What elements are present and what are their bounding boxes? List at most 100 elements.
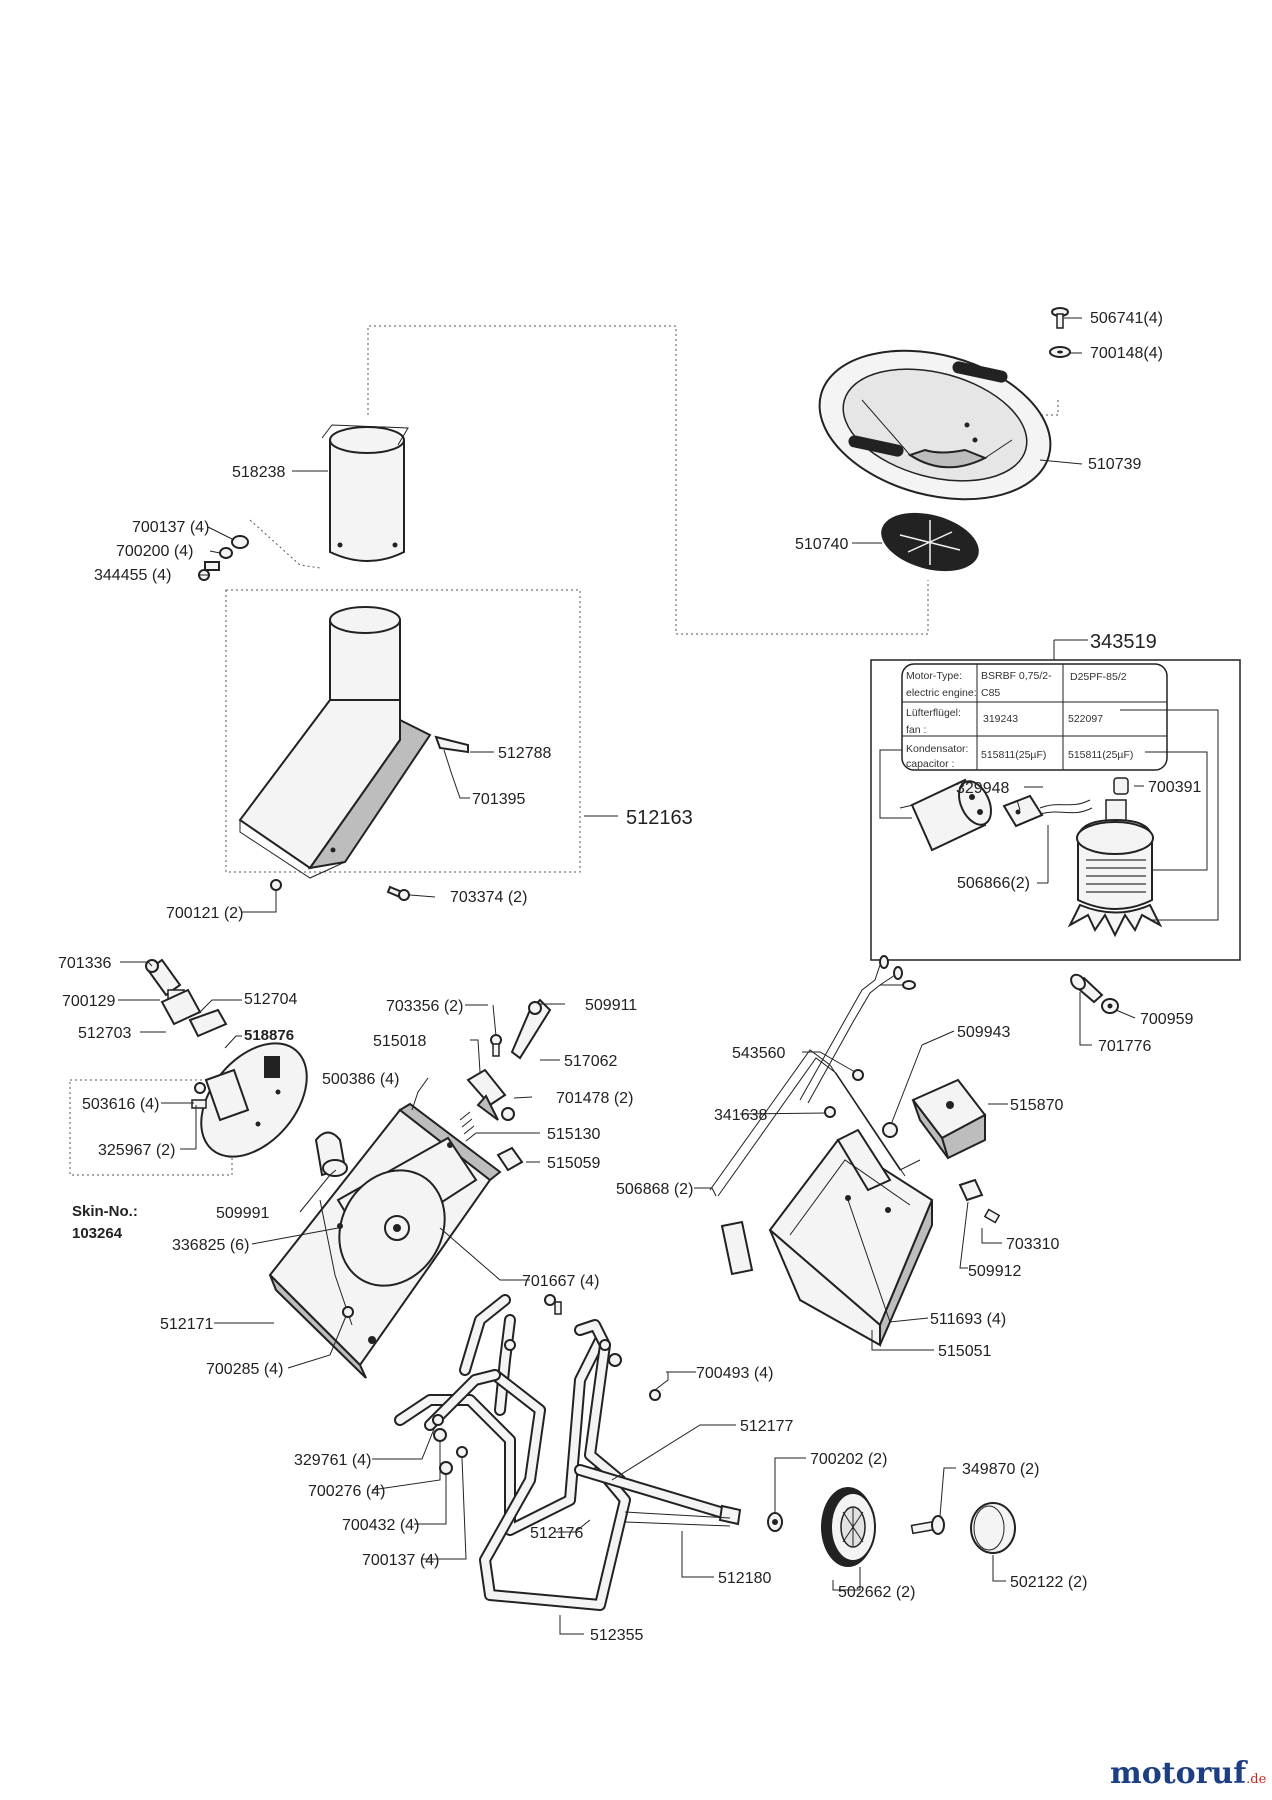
hopper-clip-512788 [434,735,469,776]
rubber-flap-510740 [881,512,979,572]
label-509943: 509943 [957,1024,1010,1041]
switch-bracket-512703 [160,988,228,1038]
label-512176: 512176 [530,1525,583,1542]
table-capacitor-a: 515811(25µF) [981,749,1046,761]
label-329761: 329761 (4) [294,1452,371,1469]
label-343519: 343519 [1090,631,1157,653]
table-motor-type-label: Motor-Type: [906,670,962,682]
part-labels: 506741(4) 700148(4) 510739 510740 518238… [58,310,1201,1644]
label-701776: 701776 [1098,1038,1151,1055]
flap-screws [191,1082,207,1109]
label-509911: 509911 [585,997,637,1014]
axle-bolt-349870 [910,1515,945,1535]
label-511693: 511693 (4) [930,1311,1006,1328]
label-515870: 515870 [1010,1097,1063,1114]
label-517062: 517062 [564,1053,617,1070]
label-703310: 703310 [1006,1236,1059,1253]
label-512355: 512355 [590,1627,643,1644]
label-341638: 341638 [714,1107,767,1124]
nut-700202 [767,1512,783,1532]
hubcap-502122 [970,1502,1016,1554]
spring-515130 [459,1111,477,1142]
main-frame-512355 [424,1369,631,1611]
table-fan-b: 522097 [1068,713,1103,725]
label-512177: 512177 [740,1418,793,1435]
table-fan-label-en: fan : [906,724,926,736]
motor-type-table [901,663,1168,771]
label-510740: 510740 [795,536,848,553]
label-515018: 515018 [373,1033,426,1050]
motor-leader-lines [879,709,1219,921]
wheel-502662 [821,1487,876,1567]
label-701667: 701667 (4) [522,1273,599,1290]
bar-512180 [624,1511,731,1527]
label-349870: 349870 (2) [962,1461,1039,1478]
chute-tube-518238 [321,424,409,562]
screw-341638 [824,1069,864,1118]
label-700129: 700129 [62,993,115,1010]
rod-506868 [709,1049,921,1276]
label-329948: 329948 [956,780,1009,797]
label-703374: 703374 (2) [450,889,527,906]
motor-box [870,639,1241,961]
table-fan-label: Lüfterflügel: [906,707,961,719]
label-515051: 515051 [938,1343,991,1360]
table-capacitor-label-en: capacitor : [906,758,954,770]
table-fan-a: 319243 [983,713,1018,725]
label-506866: 506866(2) [957,875,1030,892]
label-700202: 700202 (2) [810,1451,887,1468]
label-700276: 700276 (4) [308,1483,385,1500]
screw-701776-nut-700959 [1070,973,1119,1014]
skin-label: Skin-No.: [72,1203,138,1220]
feed-hopper-512163 [238,606,432,879]
table-motor-a-type-cont: C85 [981,687,1000,699]
label-502122: 502122 (2) [1010,1574,1087,1591]
hopper-screws [270,879,410,901]
table-electric-engine-label: electric engine: [906,687,977,699]
bracket-515059 [496,1146,524,1172]
label-700493: 700493 (4) [696,1365,773,1382]
label-700391: 700391 [1148,779,1201,796]
label-510739: 510739 [1088,456,1141,473]
assembly-guide-lines [69,325,1059,1176]
motor-table-text: Motor-Type: electric engine: BSRBF 0,75/… [906,670,1133,770]
label-506868: 506868 (2) [616,1181,693,1198]
label-701478: 701478 (2) [556,1090,633,1107]
motoruf-logo: motoruf.de [1110,1756,1266,1791]
label-506741: 506741(4) [1090,310,1163,327]
label-512704: 512704 [244,991,297,1008]
switch-box-515870 [882,1078,987,1160]
label-700137-top: 700137 (4) [132,519,209,536]
knob-509991 [314,1131,348,1177]
label-512180: 512180 [718,1570,771,1587]
label-509991: 509991 [216,1205,269,1222]
skin-number: 103264 [72,1225,123,1242]
label-512163: 512163 [626,807,693,829]
table-motor-a-type: BSRBF 0,75/2- [981,670,1052,682]
label-700285: 700285 (4) [206,1361,283,1378]
label-509912: 509912 [968,1263,1021,1280]
axle-512177 [574,1464,742,1526]
label-503616: 503616 (4) [82,1096,159,1113]
terminal-block [1002,794,1093,828]
label-543560: 543560 [732,1045,785,1062]
label-703356: 703356 (2) [386,998,463,1015]
motor-unit [1067,777,1163,938]
ring-screw-and-washer [1049,307,1071,358]
label-512171: 512171 [160,1316,213,1333]
table-capacitor-label: Kondensator: [906,743,968,755]
flap-518876 [200,1042,308,1158]
label-344455: 344455 (4) [94,567,171,584]
label-700432: 700432 (4) [342,1517,419,1534]
label-518238: 518238 [232,464,285,481]
clip-509912-and-703310 [958,1178,1001,1224]
logo-tld: .de [1246,1772,1267,1787]
table-motor-b-type: D25PF-85/2 [1070,671,1127,683]
capacitor-329948 [899,778,992,852]
collection-box-515051 [768,1128,934,1347]
label-515130: 515130 [547,1126,600,1143]
table-capacitor-b: 515811(25µF) [1068,749,1133,761]
cover-ring-510739 [818,349,1052,501]
label-502662: 502662 (2) [838,1584,915,1601]
label-515059: 515059 [547,1155,600,1172]
